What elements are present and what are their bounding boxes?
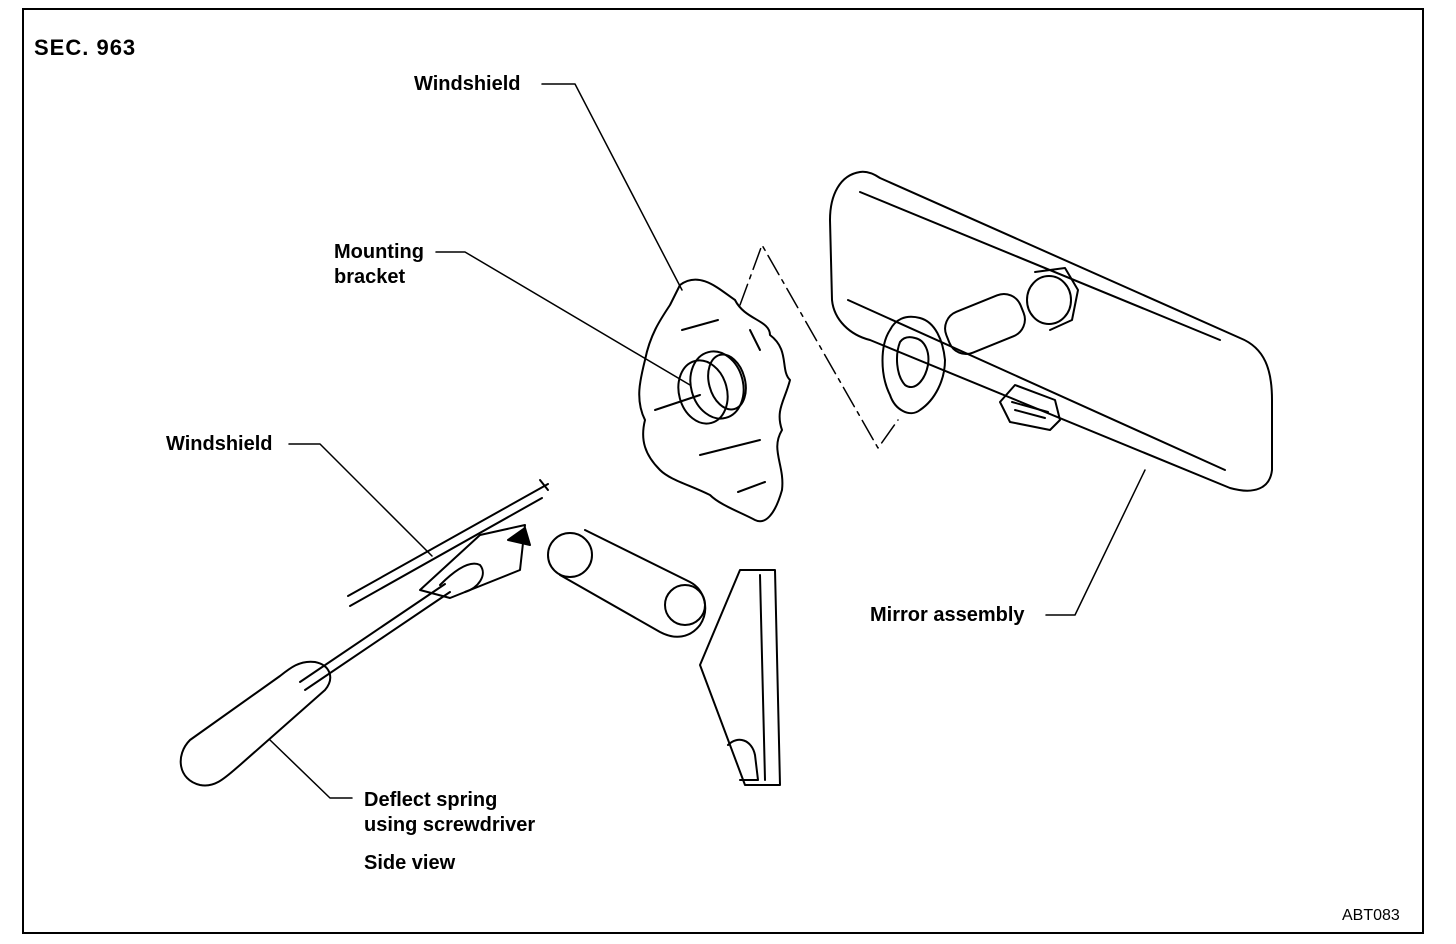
side-arm-joint (664, 584, 706, 626)
glass-mark-4 (737, 481, 766, 493)
leader-lines (269, 83, 1146, 799)
windshield-glass-top (347, 483, 549, 597)
label-mounting-bracket-line2: bracket (334, 266, 406, 288)
section-number: SEC. 963 (34, 35, 137, 60)
screwdriver-shaft-2 (304, 591, 451, 691)
leader-mirror-assembly (1045, 469, 1146, 616)
mirror-tab (999, 384, 1061, 431)
label-mounting-bracket-line1: Mounting (334, 241, 424, 263)
side-arrow (507, 527, 531, 546)
label-side-view: Side view (364, 852, 456, 874)
bracket-face (677, 359, 729, 425)
mirror-body (829, 170, 1273, 492)
mounting-bracket-drawing (638, 278, 791, 523)
leader-windshield-top (541, 83, 683, 291)
glass-mark-1 (681, 319, 719, 331)
screwdriver-handle (179, 660, 332, 787)
label-deflect-line1: Deflect spring (364, 789, 498, 811)
figure-code: ABT083 (1342, 907, 1400, 924)
mirror-inner-edge (859, 191, 1221, 341)
mirror-ball-joint (1026, 275, 1072, 325)
label-mirror-assembly: Mirror assembly (870, 604, 1025, 626)
side-mirror-clip (727, 738, 759, 781)
bracket-ring (707, 353, 747, 411)
glass-patch-outline (638, 278, 791, 523)
side-bracket (419, 524, 526, 599)
tab-line-2 (1014, 409, 1046, 419)
label-deflect-line2: using screwdriver (364, 814, 536, 836)
leader-deflect-spring (269, 739, 353, 799)
mirror-lower-edge (847, 299, 1226, 471)
side-mirror-edge (759, 574, 766, 781)
figure-frame (22, 8, 1424, 934)
label-windshield-top: Windshield (414, 73, 521, 95)
alignment-line (739, 244, 899, 449)
side-view-drawing (179, 479, 781, 787)
tab-line-1 (1011, 401, 1049, 413)
label-windshield-side: Windshield (166, 433, 273, 455)
leader-windshield-side (288, 443, 433, 557)
side-spring (439, 562, 484, 593)
windshield-glass-bottom (349, 497, 543, 607)
mirror-pivot-socket (1034, 267, 1079, 331)
mirror-spring-clip (881, 315, 946, 415)
screwdriver-shaft-1 (299, 583, 446, 683)
glass-mark-5 (749, 329, 761, 351)
leader-mounting-bracket (435, 251, 691, 386)
mirror-assembly-drawing (829, 170, 1273, 492)
mirror-stem (944, 293, 1026, 355)
side-arm (559, 529, 707, 638)
side-mirror-bracket (699, 569, 781, 786)
side-ball (547, 532, 593, 578)
glass-mark-3 (699, 439, 761, 456)
windshield-glass-end (539, 479, 549, 491)
mirror-clip-inner (896, 336, 930, 388)
bracket-outer (689, 350, 745, 420)
glass-mark-2 (654, 394, 701, 411)
